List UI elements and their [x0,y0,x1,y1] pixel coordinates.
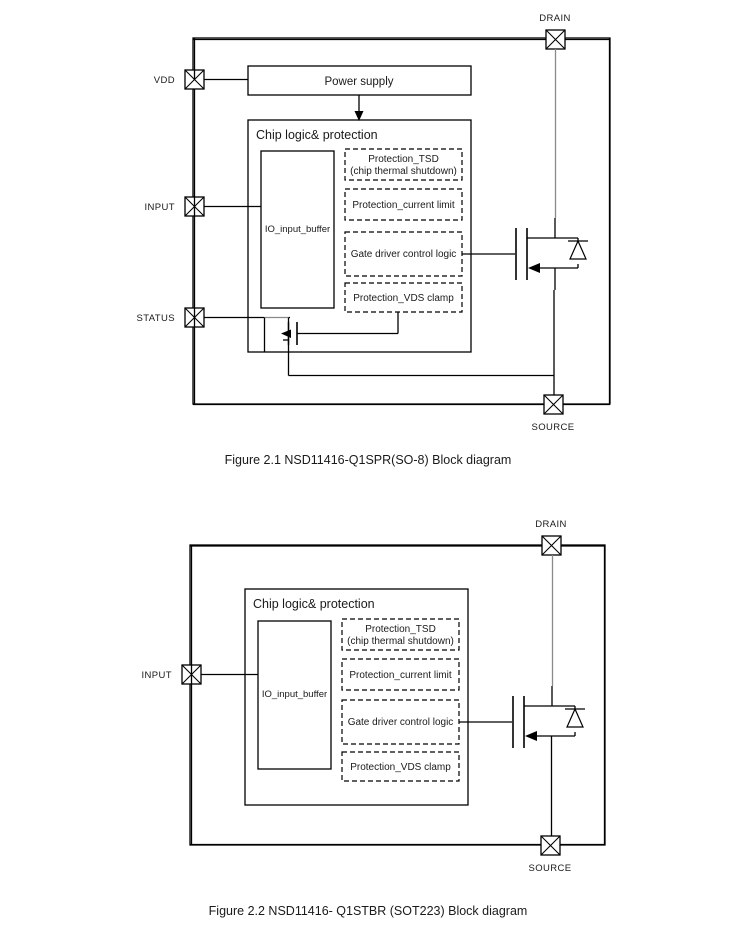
device-boundary-2 [189,544,606,846]
block-gate-driver-1 [344,231,463,277]
body-diode-symbol-1 [555,237,588,269]
label-protection-current-limit-1: Protection_current limit [352,200,454,211]
block-protection-vds-2 [341,751,460,782]
label-protection-tsd-line2-1: (chip thermal shutdown) [350,166,457,177]
pin-pad-source-2 [540,835,561,856]
block-io-input-buffer-1 [260,150,335,309]
device-boundary-1 [192,37,611,405]
label-protection-tsd-line2-2: (chip thermal shutdown) [347,636,454,647]
block-protection-vds-1 [344,282,463,313]
block-chip-logic-1 [247,119,472,353]
pin-label-input-1: INPUT [145,202,176,213]
label-io-input-buffer-1: IO_input_buffer [265,224,330,235]
label-gate-driver-2: Gate driver control logic [348,717,454,728]
pin-label-source-2: SOURCE [528,863,571,874]
label-power-supply: Power supply [324,76,393,88]
label-gate-driver-1: Gate driver control logic [351,249,457,260]
pin-pad-drain-2 [541,535,562,556]
body-diode-symbol-2 [552,705,585,737]
pin-label-vdd: VDD [154,75,175,86]
block-protection-tsd-1 [344,148,463,181]
pin-pad-source-1 [543,394,564,415]
n-channel-mosfet-symbol-2 [459,555,554,836]
figure-caption-2: Figure 2.2 NSD11416- Q1STBR (SOT223) Blo… [209,904,528,918]
block-gate-driver-2 [341,699,460,745]
figure-2-1-graphic: VDD INPUT STATUS DRAIN [137,13,611,433]
label-protection-tsd-line1-1: Protection_TSD [368,154,439,165]
label-protection-vds-2: Protection_VDS clamp [350,762,451,773]
label-protection-tsd-line1-2: Protection_TSD [365,624,436,635]
block-protection-tsd-2 [341,618,460,651]
figure-2-2-graphic: INPUT DRAIN SOURCE Chip logic& protectio… [142,519,606,874]
block-io-input-buffer-2 [257,620,332,770]
label-io-input-buffer-2: IO_input_buffer [262,689,327,700]
label-chip-logic-1: Chip logic& protection [256,128,378,142]
label-protection-current-limit-2: Protection_current limit [349,670,451,681]
n-channel-mosfet-symbol-1 [462,49,557,395]
figure-caption-1: Figure 2.1 NSD11416-Q1SPR(SO-8) Block di… [225,453,512,467]
pin-label-source-1: SOURCE [531,422,574,433]
down-arrow-icon-1 [354,111,364,121]
label-protection-vds-1: Protection_VDS clamp [353,293,454,304]
label-chip-logic-2: Chip logic& protection [253,597,375,611]
status-open-drain-mosfet-symbol [204,316,398,352]
pin-label-drain-2: DRAIN [535,519,567,530]
pin-label-input-2: INPUT [142,670,173,681]
block-protection-current-limit-1 [344,188,463,221]
pin-label-status: STATUS [137,313,175,324]
block-protection-current-limit-2 [341,658,460,691]
pin-label-drain-1: DRAIN [539,13,571,24]
pin-pad-drain-1 [545,29,566,50]
block-chip-logic-2 [244,588,469,806]
